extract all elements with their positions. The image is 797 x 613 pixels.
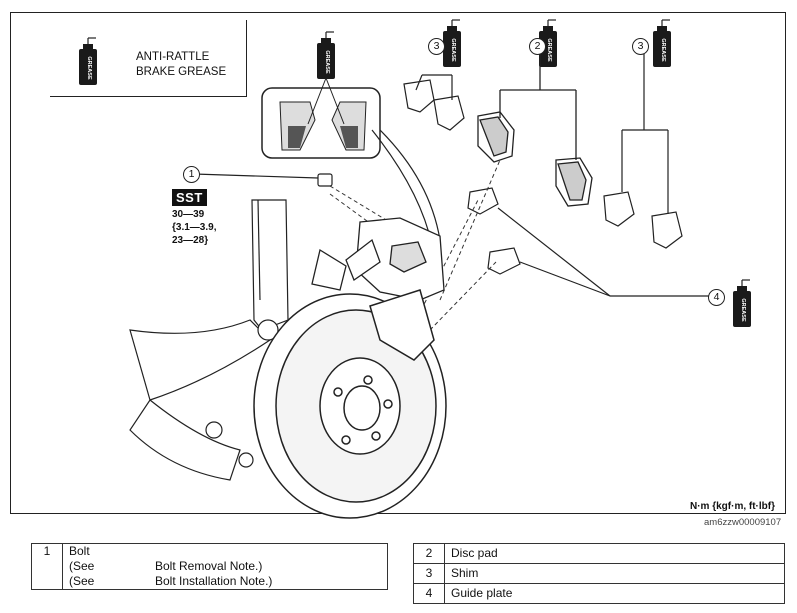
bolt (193, 173, 333, 187)
torque-spec: 30—39 {3.1—3.9, 23—28} (172, 208, 216, 247)
part-note: (See Bolt Removal Note.) (69, 559, 381, 574)
part-note: (See Bolt Installation Note.) (69, 574, 381, 589)
legend-box (50, 20, 247, 97)
grease-can-icon (732, 279, 752, 328)
brake-disc (253, 289, 447, 519)
note-text: Bolt Installation Note.) (155, 574, 273, 588)
legend-label: ANTI-RATTLE BRAKE GREASE (136, 50, 226, 80)
note-text: Bolt Removal Note.) (155, 559, 263, 573)
grease-can-icon (316, 31, 336, 80)
callout-2: 2 (529, 38, 546, 55)
part-name: Disc pad (444, 543, 785, 564)
part-name: Shim (444, 563, 785, 584)
part-number: 4 (413, 583, 445, 604)
legend-line-1: ANTI-RATTLE (136, 51, 210, 63)
grease-can-icon (442, 19, 462, 68)
callout-3-left: 3 (428, 38, 445, 55)
disc-pads (477, 54, 593, 207)
table-row: 3 Shim (413, 563, 785, 584)
torque-line-2: {3.1—3.9, (172, 222, 217, 233)
torque-line-3: 23—28} (172, 235, 209, 246)
suspension-strut (251, 199, 289, 331)
diagram-frame (10, 12, 786, 514)
caliper (311, 217, 445, 301)
grease-can-icon (78, 37, 98, 86)
part-number: 1 (31, 543, 63, 590)
callout-4: 4 (708, 289, 725, 306)
callout-3-right: 3 (632, 38, 649, 55)
parts-table-right: 2 Disc pad 3 Shim 4 Guide plate (413, 543, 785, 604)
note-prefix: (See (69, 559, 95, 573)
part-name: Guide plate (444, 583, 785, 604)
grease-can-icon (652, 19, 672, 68)
shim-left-pair (403, 74, 465, 131)
torque-line-1: 30—39 (172, 209, 205, 220)
table-row: 4 Guide plate (413, 583, 785, 604)
part-number: 3 (413, 563, 445, 584)
part-number: 2 (413, 543, 445, 564)
guide-plates (467, 187, 710, 297)
caliper-detail-inset (261, 77, 441, 246)
callout-1: 1 (183, 166, 200, 183)
figure-id: am6zzw00009107 (704, 517, 782, 528)
table-row: 2 Disc pad (413, 543, 785, 564)
torque-units: N·m {kgf·m, ft·lbf} (690, 501, 775, 512)
part-name: Bolt (69, 544, 90, 558)
sst-badge: SST (172, 189, 207, 206)
legend-line-2: BRAKE GREASE (136, 66, 227, 78)
knuckle-arm (129, 319, 279, 481)
shim-right-pair (603, 54, 683, 249)
note-prefix: (See (69, 574, 95, 588)
